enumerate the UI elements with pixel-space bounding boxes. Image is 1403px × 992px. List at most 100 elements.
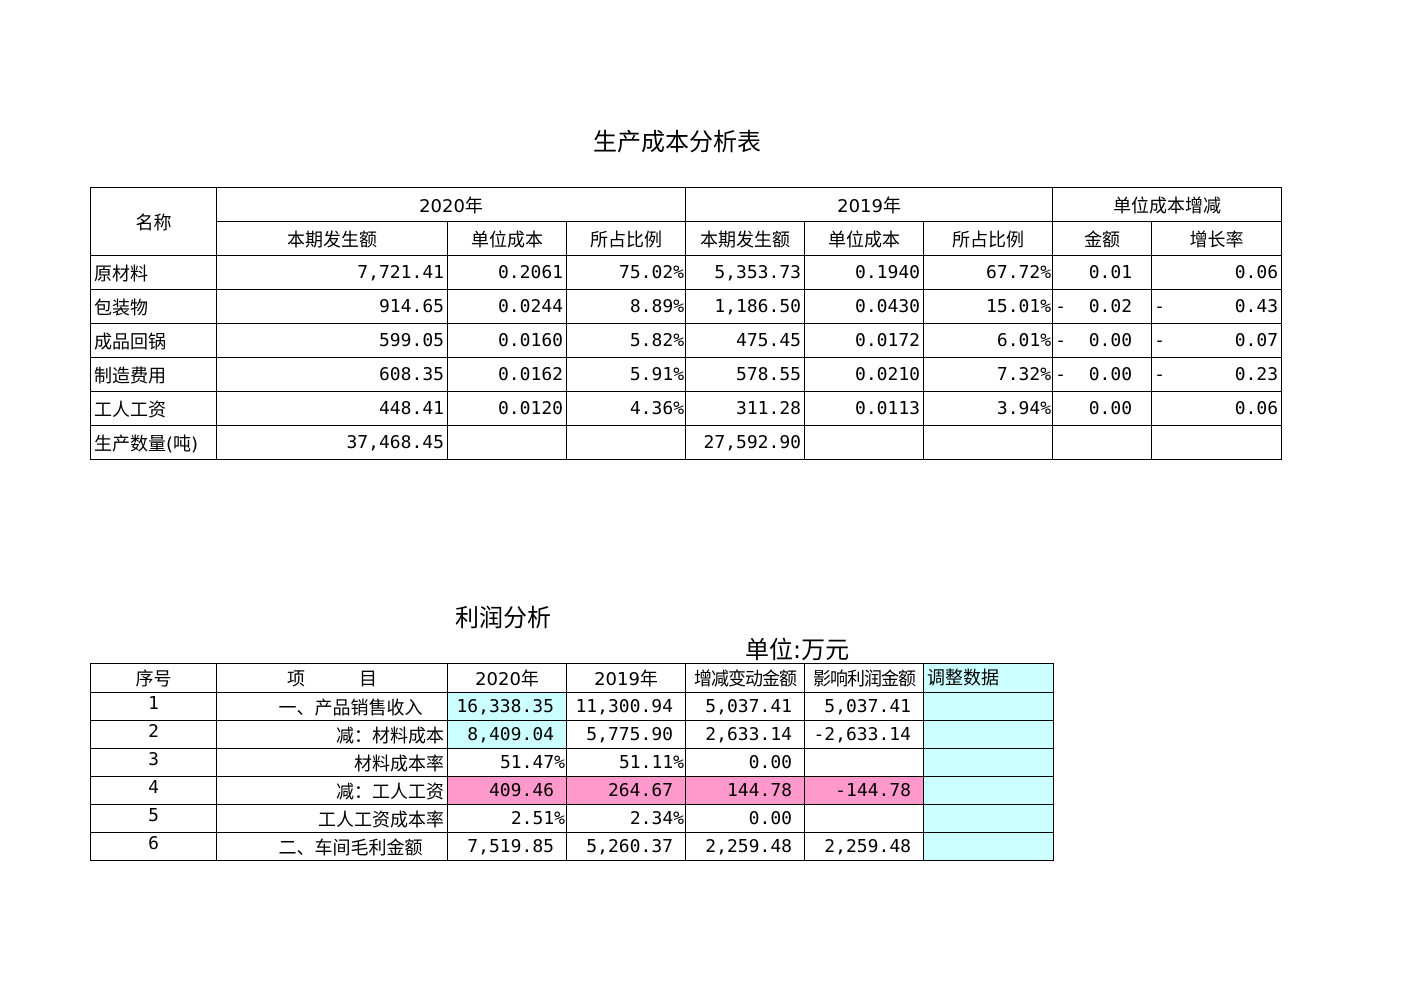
value: 0.00: [1088, 398, 1133, 419]
cell-y2020: 7,519.85: [447, 832, 567, 861]
cell-diff: 5,037.41: [685, 692, 805, 721]
cell-amount: - 0.02: [1052, 289, 1153, 324]
cell-adjust[interactable]: [923, 832, 1054, 861]
value: 0.07: [1234, 330, 1279, 351]
profit-header-2019: 2019年: [566, 663, 686, 693]
cell-p2019: [923, 425, 1054, 460]
minus-sign: -: [1055, 364, 1066, 385]
cell-y2020: 8,409.04: [447, 720, 567, 749]
cell-adjust[interactable]: [923, 776, 1054, 805]
cell-diff: 2,259.48: [685, 832, 805, 861]
cell-u2020: 0.0160: [447, 323, 567, 358]
cell-growth-rate: -0.43: [1151, 289, 1283, 324]
value: 0.02: [1088, 296, 1133, 317]
cell-y2020: 2.51%: [447, 804, 567, 833]
cell-growth-rate: - 0.07: [1151, 323, 1283, 358]
minus-sign: -: [1154, 364, 1165, 385]
value: 0.00: [1088, 330, 1133, 351]
cell-u2020: 0.0162: [447, 357, 567, 392]
cell-a2020: 608.35: [216, 357, 448, 392]
cell-p2019: 6.01%: [923, 323, 1054, 358]
cell-u2020: [447, 425, 567, 460]
cell-y2020: 409.46: [447, 776, 567, 805]
cost-analysis-table: 名称 2020年 2019年 单位成本增减 本期发生额 单位成本 所占比例 本期…: [90, 187, 1283, 460]
cell-no: 4: [90, 776, 217, 805]
cell-p2020: 75.02%: [565, 255, 687, 290]
cell-adjust[interactable]: [923, 692, 1054, 721]
cell-y2019: 5,260.37: [566, 832, 686, 861]
cell-impact: -2,633.14: [804, 720, 924, 749]
profit-header-no: 序号: [90, 663, 217, 693]
cell-no: 5: [90, 804, 217, 833]
cell-growth-rate: 0.06: [1151, 391, 1283, 426]
cell-u2020: 0.2061: [447, 255, 567, 290]
cell-diff: 2,633.14: [685, 720, 805, 749]
value: 0.06: [1234, 398, 1279, 419]
subheader-cell: 单位成本: [447, 221, 567, 256]
cell-a2019: 5,353.73: [685, 255, 806, 290]
cell-y2019: 51.11%: [566, 748, 686, 777]
value: 0.00: [1088, 364, 1133, 385]
cell-y2020: 51.47%: [447, 748, 567, 777]
cell-impact: 2,259.48: [804, 832, 924, 861]
cell-amount: 0.00: [1052, 391, 1153, 426]
profit-header-diff: 增减变动金额: [685, 663, 805, 693]
cost-table-title: 生产成本分析表: [593, 128, 761, 156]
cell-y2019: 11,300.94: [566, 692, 686, 721]
cell-u2020: 0.0120: [447, 391, 567, 426]
cell-u2019: [804, 425, 925, 460]
cell-a2020: 37,468.45: [216, 425, 448, 460]
cell-no: 1: [90, 692, 217, 721]
profit-header-item: 项 目: [216, 663, 448, 693]
cell-name: 包装物: [90, 289, 217, 324]
cell-u2019: 0.1940: [804, 255, 925, 290]
cell-growth-rate: -0.23: [1151, 357, 1283, 392]
cell-p2020: 4.36%: [565, 391, 687, 426]
cell-impact: [804, 748, 924, 777]
cell-growth-rate: [1151, 425, 1283, 460]
cell-impact: [804, 804, 924, 833]
cell-u2019: 0.0430: [804, 289, 925, 324]
cell-name: 原材料: [90, 255, 217, 290]
cell-adjust[interactable]: [923, 720, 1054, 749]
subheader-cell: 单位成本: [804, 221, 925, 256]
header-2020: 2020年: [215, 187, 687, 222]
cell-p2020: 5.82%: [565, 323, 687, 358]
cell-a2019: 578.55: [685, 357, 806, 392]
cell-a2019: 475.45: [685, 323, 806, 358]
cell-a2019: 311.28: [685, 391, 806, 426]
cell-y2019: 2.34%: [566, 804, 686, 833]
cell-name: 制造费用: [90, 357, 217, 392]
cell-item: 二、车间毛利金额: [216, 832, 448, 861]
value: 0.43: [1234, 296, 1279, 317]
cell-no: 3: [90, 748, 217, 777]
cell-p2020: 5.91%: [565, 357, 687, 392]
cell-name: 工人工资: [90, 391, 217, 426]
cell-a2020: 448.41: [216, 391, 448, 426]
cell-item: 减：工人工资: [216, 776, 448, 805]
subheader-cell: 所占比例: [923, 221, 1054, 256]
value: 0.01: [1088, 262, 1133, 283]
cell-adjust[interactable]: [923, 748, 1054, 777]
cell-u2019: 0.0113: [804, 391, 925, 426]
profit-header-impact: 影响利润金额: [804, 663, 924, 693]
minus-sign: -: [1055, 296, 1066, 317]
cell-adjust[interactable]: [923, 804, 1054, 833]
subheader-cell: 本期发生额: [216, 221, 448, 256]
minus-sign: -: [1154, 330, 1165, 351]
cell-u2020: 0.0244: [447, 289, 567, 324]
cell-a2020: 599.05: [216, 323, 448, 358]
cell-u2019: 0.0210: [804, 357, 925, 392]
profit-header-adjust: 调整数据: [923, 663, 1054, 693]
subheader-cell: 本期发生额: [685, 221, 806, 256]
cell-u2019: 0.0172: [804, 323, 925, 358]
